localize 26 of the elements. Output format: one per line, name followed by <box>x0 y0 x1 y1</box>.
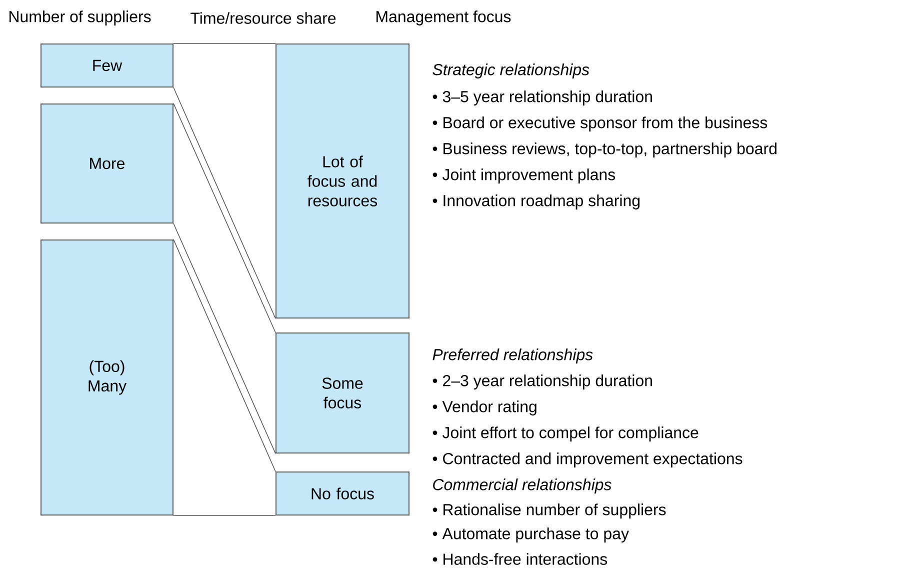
bullet-item: • Hands-free interactions <box>432 553 608 565</box>
bullet-item: • Innovation roadmap sharing <box>432 194 640 210</box>
connector-line <box>173 43 276 44</box>
category-box: Some focus <box>276 332 410 454</box>
bullet-item: • 2–3 year relationship duration <box>432 374 652 390</box>
bullet-item: • Business reviews, top-to-top, partnership board <box>432 142 776 158</box>
bullet-item: • Board or executive sponsor from the business <box>432 116 768 132</box>
bullet-item: • Joint effort to compel for compliance <box>432 426 698 442</box>
column-heading: Time/resource share <box>190 12 336 24</box>
category-box: Few <box>40 44 174 88</box>
category-box: More <box>40 104 174 224</box>
category-box: No focus <box>276 472 410 516</box>
bullet-item: • Automate purchase to pay <box>432 528 629 542</box>
bullet-item: • Vendor rating <box>432 400 536 416</box>
category-box: Lot of focus and resources <box>276 44 410 318</box>
column-heading: Number of suppliers <box>10 10 151 26</box>
group-heading: Commercial relationships <box>433 478 612 494</box>
group-heading: Preferred relationships <box>432 348 593 364</box>
bullet-item: • Joint improvement plans <box>432 168 616 184</box>
category-box: (Too) Many <box>40 240 174 516</box>
bullet-item: • 3–5 year relationship duration <box>432 90 652 106</box>
group-heading: Strategic relationships <box>432 64 590 78</box>
connector-line <box>173 515 276 516</box>
column-heading: Management focus <box>376 10 511 26</box>
bullet-item: • Contracted and improvement expectations <box>432 452 742 468</box>
bullet-item: • Rationalise number of suppliers <box>432 504 666 518</box>
